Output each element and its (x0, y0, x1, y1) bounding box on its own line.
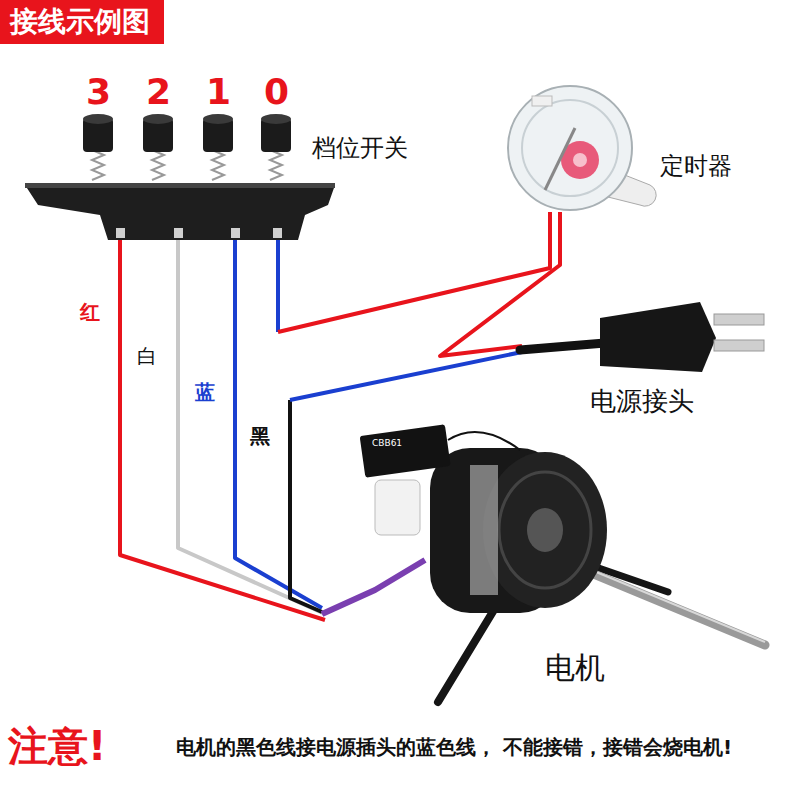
part-label: 定时器 (660, 152, 732, 181)
warning-heading: 注意! (8, 722, 106, 770)
motor (360, 424, 765, 702)
warning-note: 电机的黑色线接电源插头的蓝色线， 不能接错，接错会烧电机! (176, 733, 776, 761)
red-wire (440, 212, 560, 356)
part-label: 电机 (545, 650, 605, 686)
timer (508, 86, 656, 210)
title-text: 接线示例图 (0, 0, 164, 44)
wire-color-label: 黑 (250, 424, 270, 448)
blue-wire (276, 238, 280, 332)
blue-wire (290, 352, 522, 400)
blue-wire (235, 235, 322, 608)
wire-color-label: 蓝 (195, 380, 215, 404)
callout-number: 1 (206, 70, 231, 113)
callout-number: 0 (264, 70, 289, 113)
white-wire (178, 235, 325, 614)
wires (120, 212, 560, 620)
wire-color-label: 白 (137, 344, 157, 368)
speed-switch (25, 114, 335, 240)
part-label: 电源接头 (590, 386, 694, 417)
power-plug (520, 302, 764, 372)
callout-number: 2 (146, 70, 171, 113)
callout-number: 3 (86, 70, 111, 113)
purple-cable (322, 560, 425, 614)
title-banner: 接线示例图 (0, 0, 164, 44)
red-wire (120, 235, 325, 620)
capacitor-marking: CBB61 (372, 438, 402, 449)
wire-color-label: 红 (80, 300, 100, 324)
part-label: 档位开关 (312, 134, 408, 163)
black-wire (290, 400, 322, 612)
red-wire (278, 212, 550, 332)
